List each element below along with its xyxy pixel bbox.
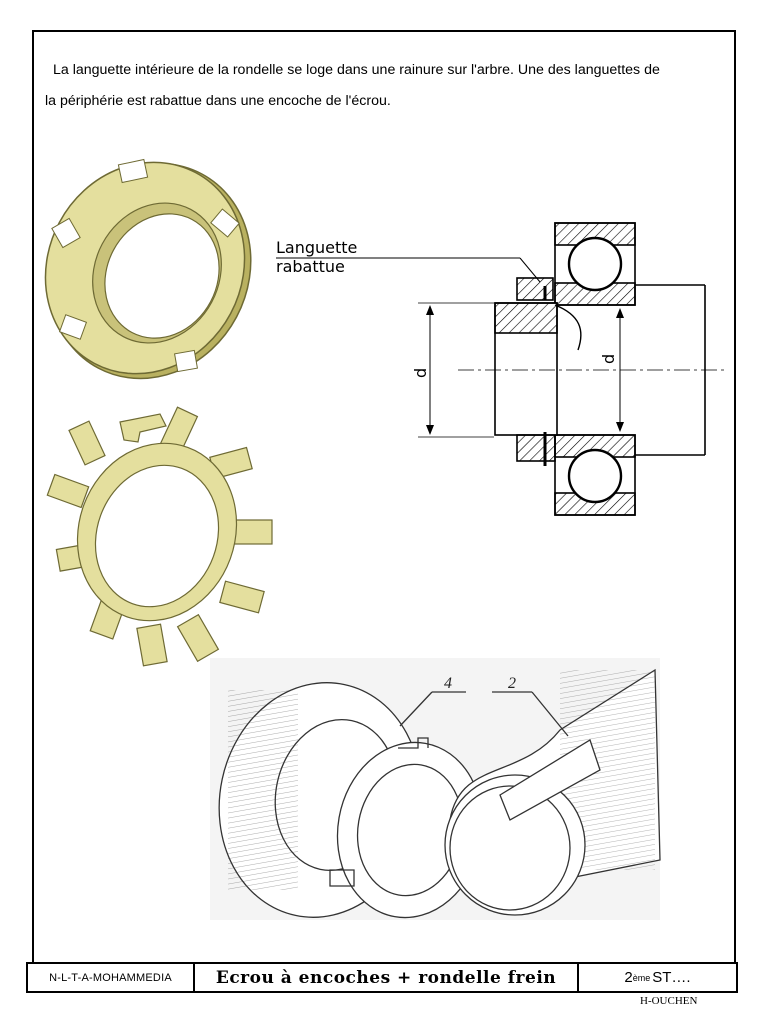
label-rabattue: rabattue xyxy=(276,257,345,276)
section-drawing: Languette rabattue d d xyxy=(276,222,725,516)
school-name: N-L-T-A-MOHAMMEDIA xyxy=(28,964,195,991)
label-languette: Languette xyxy=(276,238,357,257)
ref-4: 4 xyxy=(444,675,452,692)
class-level-number: 2 xyxy=(624,969,633,986)
document-title: Ecrou à encoches + rondelle frein xyxy=(195,964,579,991)
lock-washer-3d xyxy=(46,406,273,667)
dimension-d-right: d xyxy=(599,354,618,364)
exploded-view: 4 2 xyxy=(210,658,661,920)
ref-2: 2 xyxy=(508,675,516,692)
slotted-nut-3d xyxy=(44,158,252,380)
class-level-suffix: ST…. xyxy=(652,969,691,986)
author-name: H-OUCHEN xyxy=(640,995,698,1007)
dimension-d-left: d xyxy=(411,368,430,378)
title-block: N-L-T-A-MOHAMMEDIA Ecrou à encoches + ro… xyxy=(26,962,738,993)
intro-paragraph: La languette intérieure de la rondelle s… xyxy=(45,55,730,117)
intro-line-2: la périphérie est rabattue dans une enco… xyxy=(45,93,391,109)
intro-line-1: La languette intérieure de la rondelle s… xyxy=(53,62,660,78)
class-level-sup: ème xyxy=(632,972,651,983)
